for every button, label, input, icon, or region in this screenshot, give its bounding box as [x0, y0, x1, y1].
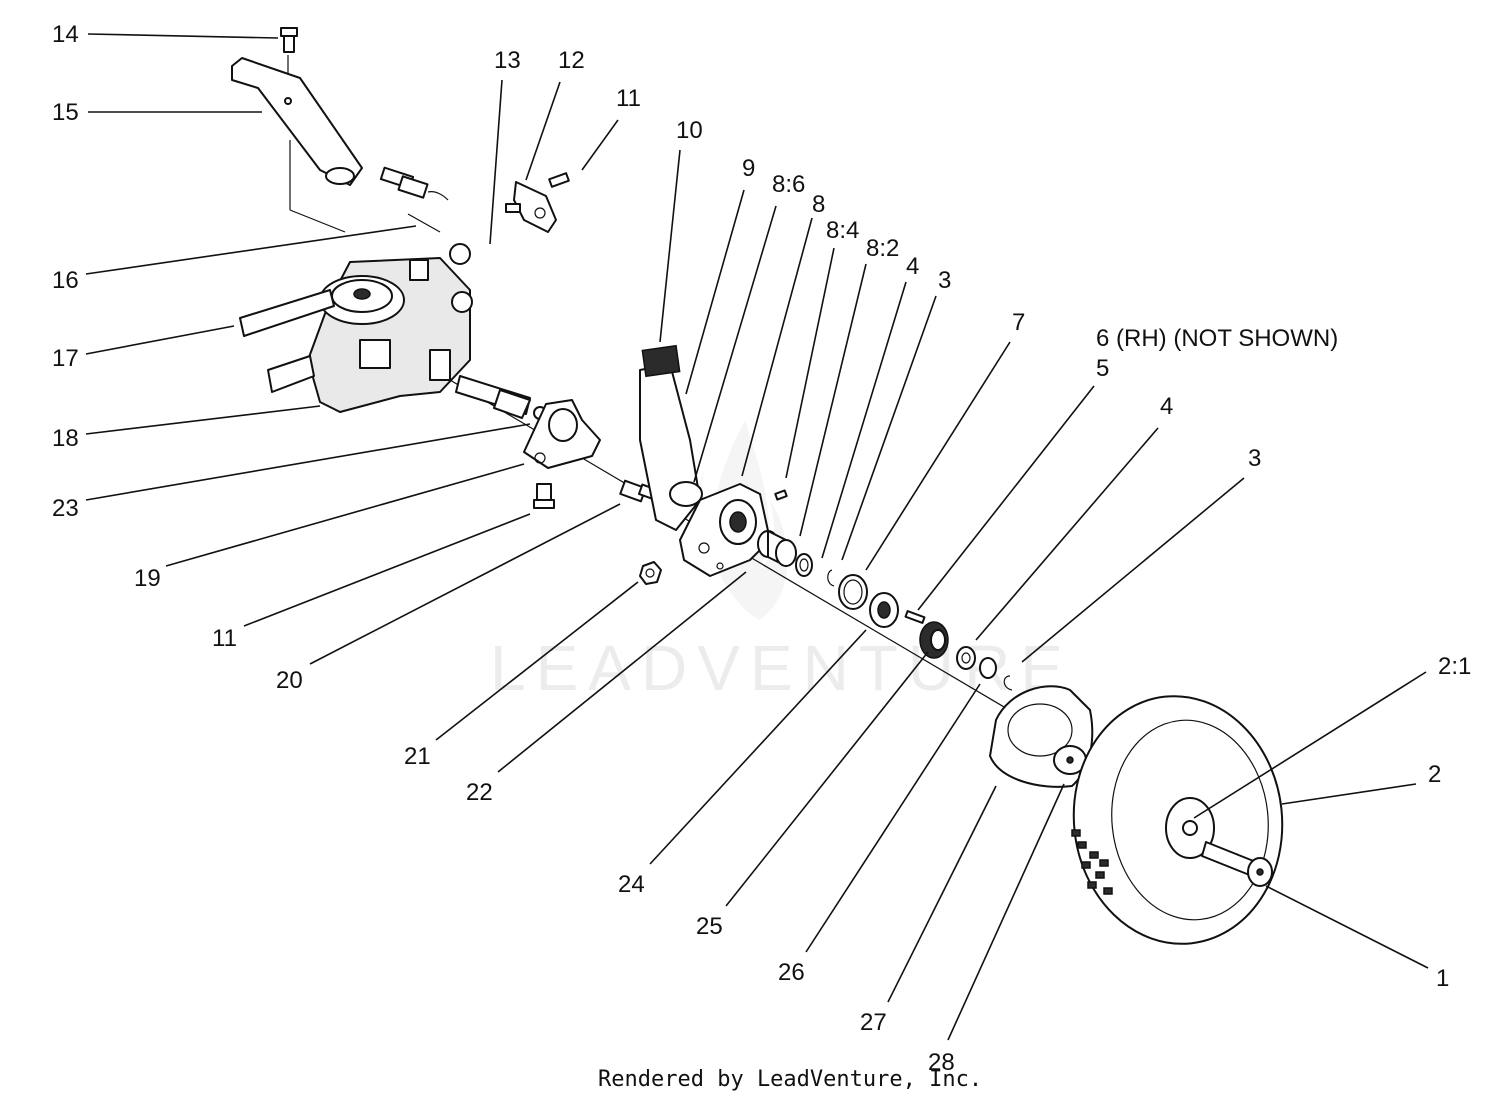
label-25: 25 [696, 913, 723, 940]
label-24: 24 [618, 871, 645, 898]
part-3-clip-inner [827, 569, 835, 587]
part-14-bolt [280, 27, 298, 53]
label-21: 21 [404, 743, 431, 770]
label-4-right: 4 [1160, 393, 1173, 420]
part-4-washer-outer [956, 646, 976, 670]
label-14: 14 [52, 21, 79, 48]
label-2: 2 [1428, 761, 1441, 788]
label-3-top: 3 [938, 267, 951, 294]
part-12-bracket [505, 181, 557, 233]
part-15-bracket [231, 57, 363, 186]
part-5-key-pin [904, 610, 926, 624]
part-18-transmission [307, 243, 473, 413]
part-22-housing-plate [679, 483, 771, 577]
label-16: 16 [52, 267, 79, 294]
label-23: 23 [52, 495, 79, 522]
label-20: 20 [276, 667, 303, 694]
part-26-gear [919, 621, 949, 659]
label-1: 1 [1436, 965, 1449, 992]
part-11-screw-top [548, 172, 570, 188]
label-19: 19 [134, 565, 161, 592]
label-13: 13 [494, 47, 521, 74]
label-8-4: 8:4 [826, 217, 859, 244]
part-25-bearing [869, 592, 899, 628]
label-2-1: 2:1 [1438, 653, 1471, 680]
label-11-top: 11 [616, 85, 641, 112]
label-18: 18 [52, 425, 79, 452]
leader-lines [85, 33, 1429, 1041]
part-4-washer-inner [795, 553, 813, 577]
label-8-2: 8:2 [866, 235, 899, 262]
part-3-clip-outer [979, 657, 1013, 691]
part-cable-spring [379, 166, 449, 233]
label-12: 12 [558, 47, 585, 74]
label-4-top: 4 [906, 253, 919, 280]
label-28: 28 [928, 1049, 955, 1076]
label-8: 8 [812, 191, 825, 218]
label-27: 27 [860, 1009, 887, 1036]
label-10: 10 [676, 117, 703, 144]
part-1-wheel-bolt [1201, 841, 1273, 887]
label-11-bottom: 11 [212, 625, 237, 652]
label-6-rh-not-shown: 6 (RH) (NOT SHOWN) [1096, 325, 1338, 352]
label-7: 7 [1012, 309, 1025, 336]
label-17: 17 [52, 345, 79, 372]
label-15: 15 [52, 99, 79, 126]
wheel-tread [1071, 829, 1113, 895]
label-5: 5 [1096, 355, 1109, 382]
part-7-ring [838, 574, 868, 610]
part-9-lever-arm [639, 344, 703, 531]
part-24-bushing [757, 530, 797, 567]
callout-labels: 14 15 13 12 11 10 9 8:6 8 8:4 8:2 4 3 7 … [52, 21, 1471, 1076]
label-22: 22 [466, 779, 493, 806]
part-8-4-pin [774, 489, 788, 501]
label-8-6: 8:6 [772, 171, 805, 198]
label-9: 9 [742, 155, 755, 182]
part-11-bolt-lower [533, 483, 555, 509]
part-21-nut [639, 561, 662, 585]
label-3-right: 3 [1248, 445, 1261, 472]
part-19-bearing-bracket [523, 399, 601, 469]
label-26: 26 [778, 959, 805, 986]
part-shaft [455, 375, 547, 420]
part-2-wheel [1071, 695, 1284, 945]
part-17-axle [239, 289, 335, 393]
rendered-by-credit: Rendered by LeadVenture, Inc. [598, 1067, 982, 1092]
